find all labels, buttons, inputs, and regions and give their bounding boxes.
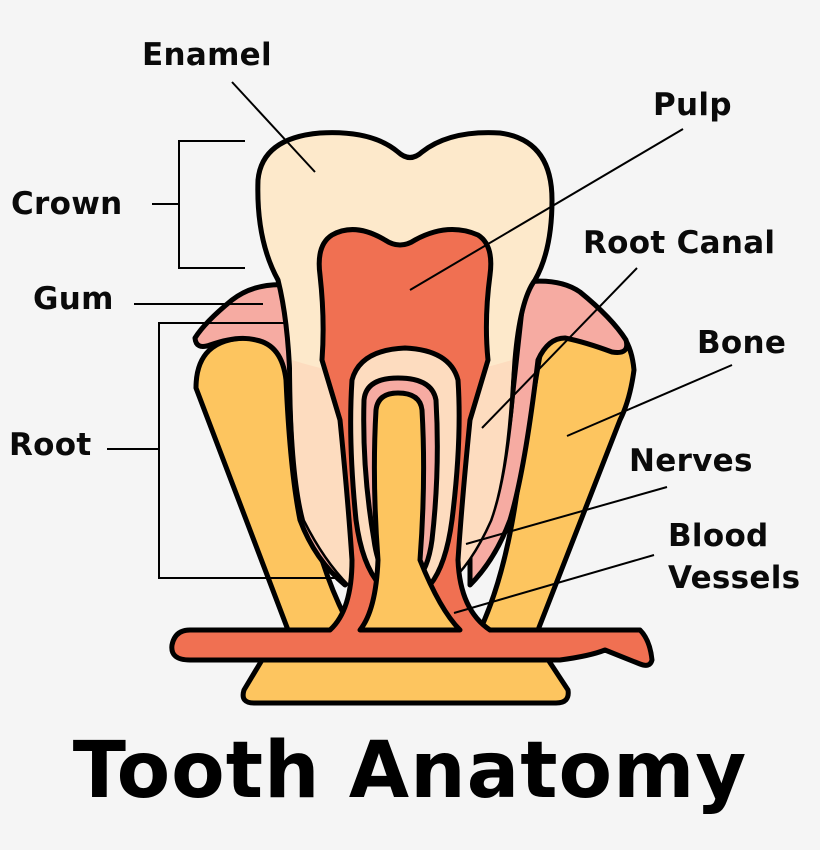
root-bracket: [158, 322, 335, 579]
label-blood-line1: Blood: [668, 518, 769, 554]
root-canal-leader: [481, 267, 638, 429]
crown-bracket: [178, 140, 245, 269]
diagram-title: Tooth Anatomy: [72, 726, 748, 816]
enamel-leader: [231, 81, 316, 173]
inner-bone-core: [357, 390, 463, 633]
label-pulp: Pulp: [653, 87, 732, 123]
label-nerves: Nerves: [629, 443, 753, 479]
label-crown: Crown: [11, 186, 123, 222]
bone-base: [240, 652, 571, 706]
pulp-leader: [409, 128, 684, 291]
label-enamel: Enamel: [142, 37, 272, 73]
label-blood-line2: Vessels: [668, 560, 801, 596]
label-gum: Gum: [33, 281, 114, 317]
label-root-canal: Root Canal: [583, 225, 776, 261]
bone-leader: [566, 364, 733, 437]
label-bone: Bone: [697, 325, 787, 361]
label-blood-vessels: Blood Vessels: [668, 515, 800, 599]
nerves-leader: [465, 486, 668, 545]
label-root: Root: [9, 427, 92, 463]
blood-vessels-leader: [453, 554, 655, 614]
